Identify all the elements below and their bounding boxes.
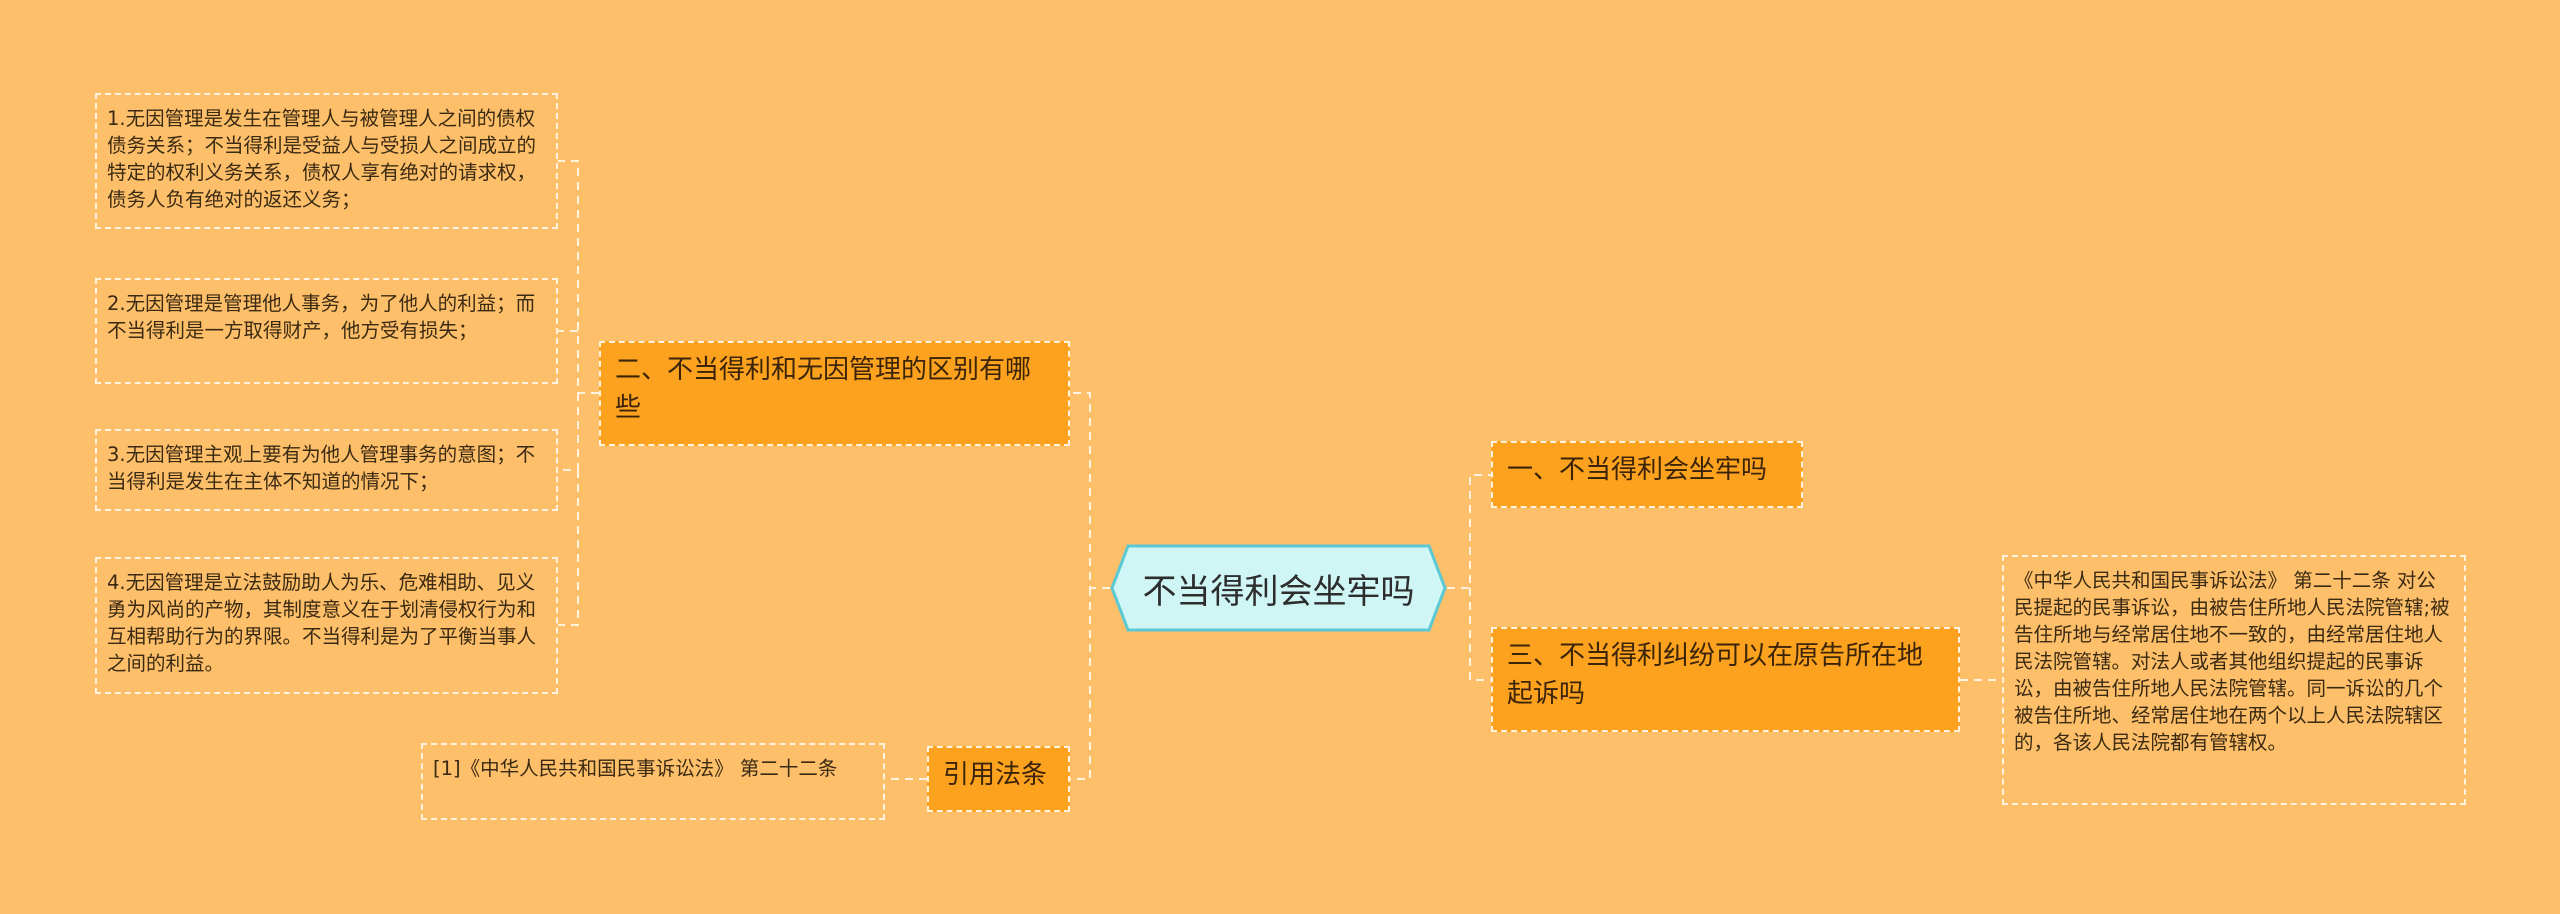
leaf-difference-2[interactable]: 2.无因管理是管理他人事务，为了他人的利益；而不当得利是一方取得财产，他方受有损…	[95, 278, 558, 384]
connector-diff-leaf4	[558, 470, 579, 626]
connector-center-to-q3	[1469, 588, 1491, 681]
branch-difference[interactable]: 二、不当得利和无因管理的区别有哪些	[599, 341, 1070, 446]
connector-center-to-citation	[1070, 588, 1091, 780]
branch-label: 二、不当得利和无因管理的区别有哪些	[615, 355, 1032, 423]
leaf-text: 3.无因管理主观上要有为他人管理事务的意图；不当得利是发生在主体不知道的情况下；	[107, 443, 536, 493]
leaf-citation-1[interactable]: [1]《中华人民共和国民事诉讼法》 第二十二条	[421, 743, 885, 820]
leaf-text: 2.无因管理是管理他人事务，为了他人的利益；而不当得利是一方取得财产，他方受有损…	[107, 292, 536, 342]
connector-diff-leaf1	[558, 160, 599, 394]
leaf-text: 《中华人民共和国民事诉讼法》 第二十二条 对公民提起的民事诉讼，由被告住所地人民…	[2014, 569, 2450, 754]
branch-label: 三、不当得利纠纷可以在原告所在地起诉吗	[1507, 641, 1924, 709]
leaf-text: 4.无因管理是立法鼓励助人为乐、危难相助、见义勇为风尚的产物，其制度意义在于划清…	[107, 571, 537, 675]
branch-label: 引用法条	[943, 760, 1048, 790]
leaf-difference-3[interactable]: 3.无因管理主观上要有为他人管理事务的意图；不当得利是发生在主体不知道的情况下；	[95, 429, 558, 511]
connector-center-to-q1	[1447, 474, 1491, 589]
leaf-difference-4[interactable]: 4.无因管理是立法鼓励助人为乐、危难相助、见义勇为风尚的产物，其制度意义在于划清…	[95, 557, 558, 694]
leaf-question-3-law[interactable]: 《中华人民共和国民事诉讼法》 第二十二条 对公民提起的民事诉讼，由被告住所地人民…	[2002, 555, 2466, 805]
connector-diff-leaf3	[558, 393, 579, 471]
branch-question-1[interactable]: 一、不当得利会坐牢吗	[1491, 441, 1803, 508]
leaf-text: 1.无因管理是发生在管理人与被管理人之间的债权债务关系；不当得利是受益人与受损人…	[107, 107, 537, 211]
leaf-text: [1]《中华人民共和国民事诉讼法》 第二十二条	[433, 757, 838, 780]
branch-label: 一、不当得利会坐牢吗	[1507, 455, 1768, 485]
branch-question-3[interactable]: 三、不当得利纠纷可以在原告所在地起诉吗	[1491, 627, 1960, 732]
hexagon-shape	[1110, 544, 1447, 632]
branch-citation[interactable]: 引用法条	[927, 746, 1070, 812]
central-topic-label: 不当得利会坐牢吗	[1142, 571, 1415, 612]
connector-center-to-diff	[1070, 392, 1110, 589]
leaf-difference-1[interactable]: 1.无因管理是发生在管理人与被管理人之间的债权债务关系；不当得利是受益人与受损人…	[95, 93, 558, 229]
central-topic[interactable]: 不当得利会坐牢吗	[1110, 544, 1447, 632]
